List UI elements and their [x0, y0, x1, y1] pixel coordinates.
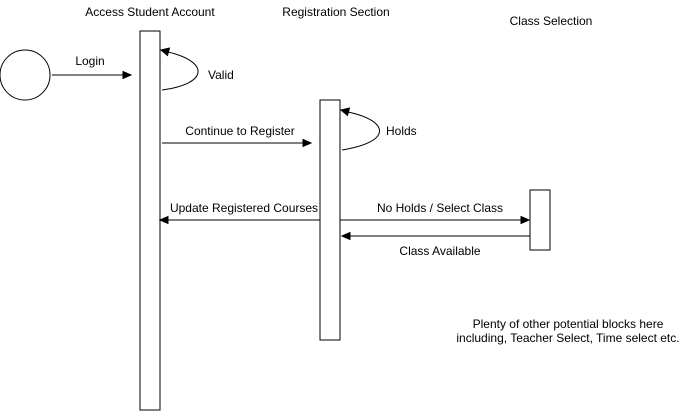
continue-to-register-label: Continue to Register: [185, 124, 294, 138]
note-line-1: Plenty of other potential blocks here: [473, 317, 664, 331]
valid-self-message[interactable]: Valid: [159, 47, 234, 91]
holds-self-message[interactable]: Holds: [339, 107, 417, 151]
class-available-message[interactable]: Class Available: [340, 231, 530, 259]
class-selection-activation[interactable]: [529, 189, 551, 251]
note: Plenty of other potential blocks here in…: [456, 317, 679, 345]
header-access-student-account: Access Student Account: [85, 5, 215, 19]
access-student-account-activation[interactable]: [139, 30, 161, 411]
start-node[interactable]: [0, 49, 51, 101]
holds-label: Holds: [386, 124, 417, 138]
header-class-selection: Class Selection: [510, 14, 593, 28]
update-registered-courses-message[interactable]: Update Registered Courses: [158, 201, 320, 225]
valid-label: Valid: [208, 68, 234, 82]
no-holds-select-class-label: No Holds / Select Class: [377, 201, 503, 215]
no-holds-select-class-message[interactable]: No Holds / Select Class: [340, 201, 531, 225]
login-label: Login: [75, 54, 104, 68]
continue-to-register-message[interactable]: Continue to Register: [162, 124, 313, 148]
class-available-label: Class Available: [399, 244, 480, 258]
login-message[interactable]: Login: [52, 54, 133, 80]
update-registered-courses-label: Update Registered Courses: [170, 201, 318, 215]
note-line-2: including, Teacher Select, Time select e…: [456, 331, 679, 345]
header-registration-section: Registration Section: [282, 5, 389, 19]
registration-section-activation[interactable]: [319, 99, 341, 341]
